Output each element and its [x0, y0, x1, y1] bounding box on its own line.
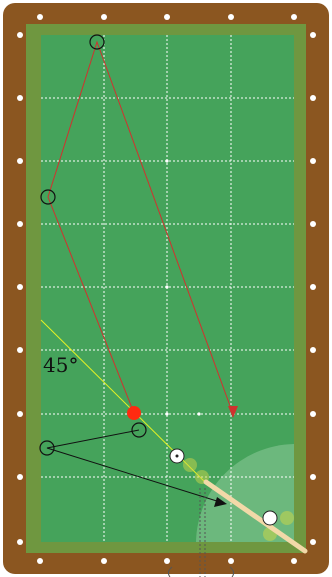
- diamond: [310, 32, 316, 38]
- diamond: [17, 474, 23, 480]
- red-ball: [127, 406, 141, 420]
- diamond: [310, 221, 316, 227]
- diamond: [17, 411, 23, 417]
- diamond: [310, 539, 316, 545]
- cue-ball-dot: [176, 455, 179, 458]
- diamond: [101, 14, 107, 20]
- diamond: [291, 558, 297, 564]
- diamond: [228, 14, 234, 20]
- diamond: [17, 158, 23, 164]
- diamond: [37, 14, 43, 20]
- diamond: [310, 284, 316, 290]
- diamond: [17, 221, 23, 227]
- diamond: [310, 158, 316, 164]
- spot: [197, 412, 200, 415]
- diamond: [310, 411, 316, 417]
- diamond: [310, 95, 316, 101]
- object-ball: [263, 511, 277, 525]
- trail-mark: [280, 511, 294, 525]
- diamond: [17, 347, 23, 353]
- diamond: [310, 474, 316, 480]
- diamond: [37, 558, 43, 564]
- angle-label: 45°: [43, 353, 78, 377]
- diamond: [310, 347, 316, 353]
- spot: [165, 159, 168, 162]
- diamond: [228, 558, 234, 564]
- diamond: [101, 558, 107, 564]
- diamond: [17, 95, 23, 101]
- diamond: [291, 14, 297, 20]
- diamond: [164, 14, 170, 20]
- spot: [165, 412, 168, 415]
- diamond: [17, 284, 23, 290]
- diamond: [17, 32, 23, 38]
- spot: [165, 285, 168, 288]
- trail-mark: [183, 458, 197, 472]
- diamond: [17, 539, 23, 545]
- diamond: [164, 558, 170, 564]
